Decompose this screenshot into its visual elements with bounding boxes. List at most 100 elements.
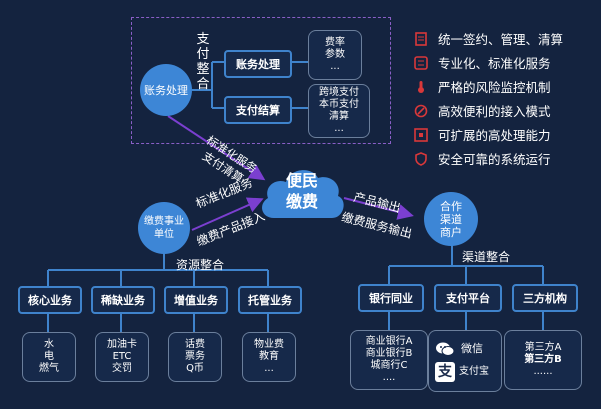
list-item: ... xyxy=(334,123,344,134)
integration-label: 支付整合 xyxy=(196,32,210,92)
node-label-line: 商户 xyxy=(440,225,462,239)
list-item: 电 xyxy=(44,351,54,362)
payment-platform-items: 微信 支 支付宝 xyxy=(428,330,502,392)
category-label: 核心业务 xyxy=(28,294,72,307)
left-tree xyxy=(47,252,269,332)
list-item: 话费 xyxy=(185,339,205,350)
list-item: 费率 xyxy=(325,37,345,48)
feature-item: 严格的风险监控机制 xyxy=(414,77,551,96)
list-item: 城商行C xyxy=(370,360,408,371)
feature-text: 统一签约、管理、清算 xyxy=(438,32,564,47)
list-item: ...... xyxy=(533,366,553,377)
expand-icon xyxy=(414,127,428,142)
category-label: 增值业务 xyxy=(174,294,218,307)
shield-icon xyxy=(415,151,427,166)
value-added-items: 话费 票务 Q币 xyxy=(168,332,222,382)
payment-unit-node[interactable]: 缴费事业 单位 xyxy=(138,202,190,254)
list-item: Q币 xyxy=(186,363,204,374)
cloud-label[interactable]: 便民 缴费 xyxy=(256,170,348,212)
feature-text: 严格的风险监控机制 xyxy=(438,80,551,95)
accounting-node-label: 账务处理 xyxy=(144,84,188,97)
settlement-box[interactable]: 支付结算 xyxy=(224,96,292,124)
category-third-party[interactable]: 三方机构 xyxy=(512,284,578,312)
category-label: 三方机构 xyxy=(523,292,567,305)
category-scarce[interactable]: 稀缺业务 xyxy=(91,286,155,314)
list-item: 跨境支付 xyxy=(319,87,359,98)
alipay-row: 支 支付宝 xyxy=(435,362,489,382)
list-item: 清算 xyxy=(329,111,349,122)
scarce-items: 加油卡 ETC 交罚 xyxy=(95,332,149,382)
feature-item: 可扩展的高处理能力 xyxy=(414,125,551,144)
list-item: ... xyxy=(264,363,274,374)
category-core[interactable]: 核心业务 xyxy=(18,286,82,314)
cloud-label-line: 缴费 xyxy=(285,192,318,211)
feature-item: 专业化、标准化服务 xyxy=(414,53,551,72)
core-items: 水 电 燃气 xyxy=(22,332,76,382)
payment-integration-area xyxy=(131,17,391,144)
node-label-line: 缴费事业 xyxy=(144,216,184,227)
list-item: 票务 xyxy=(185,351,205,362)
list-item: 燃气 xyxy=(39,363,59,374)
third-party-items: 第三方A 第三方B ...... xyxy=(504,330,582,390)
accounting-items: 费率 参数 ... xyxy=(308,30,362,80)
hosting-items: 物业费 教育 ... xyxy=(242,332,296,382)
feature-item: 安全可靠的系统运行 xyxy=(414,149,551,168)
feature-item: 高效便利的接入模式 xyxy=(414,101,551,120)
cloud-label-line: 便民 xyxy=(285,171,318,190)
list-item: 交罚 xyxy=(112,363,132,374)
arrow-top-to-cloud xyxy=(167,115,266,181)
thermometer-icon xyxy=(418,80,424,93)
category-hosting[interactable]: 托管业务 xyxy=(238,286,302,314)
right-tree xyxy=(388,242,544,330)
feature-text: 专业化、标准化服务 xyxy=(438,56,551,71)
document-icon xyxy=(415,31,427,46)
list-item: ETC xyxy=(112,351,132,362)
feature-item: 统一签约、管理、清算 xyxy=(414,29,563,48)
settlement-box-label: 支付结算 xyxy=(236,104,280,117)
category-label: 托管业务 xyxy=(248,294,292,307)
accounting-box[interactable]: 账务处理 xyxy=(224,50,292,78)
category-payment-platforms[interactable]: 支付平台 xyxy=(434,284,502,312)
resource-integration-label: 资源整合 xyxy=(176,258,225,272)
node-label-line: 单位 xyxy=(154,229,174,240)
arrow-cloud-to-right xyxy=(343,197,414,220)
list-item: 第三方B xyxy=(524,354,562,365)
category-label: 支付平台 xyxy=(446,292,490,305)
wechat-row: 微信 xyxy=(435,340,483,358)
list-item: 参数 xyxy=(325,49,345,60)
list-item: 加油卡 xyxy=(107,339,137,350)
list-item: 物业费 xyxy=(254,339,284,350)
list-item: ... xyxy=(330,61,340,72)
list-item: 第三方A xyxy=(524,342,562,353)
category-banks[interactable]: 银行同业 xyxy=(358,284,424,312)
list-item: 支付宝 xyxy=(459,366,489,377)
category-label: 稀缺业务 xyxy=(101,294,145,307)
cloud-shape xyxy=(262,170,344,218)
list-item: .... xyxy=(382,372,396,383)
list-item: 水 xyxy=(44,339,54,350)
list-item: 商业银行B xyxy=(365,348,413,359)
node-label-line: 渠道 xyxy=(440,212,462,226)
list-icon xyxy=(414,55,428,70)
alipay-icon: 支 xyxy=(435,362,455,382)
list-item: 商业银行A xyxy=(365,336,413,347)
category-value-added[interactable]: 增值业务 xyxy=(164,286,228,314)
category-label: 银行同业 xyxy=(369,292,413,305)
channel-integration-label: 渠道整合 xyxy=(462,250,511,264)
feature-text: 可扩展的高处理能力 xyxy=(438,128,551,143)
feature-text: 安全可靠的系统运行 xyxy=(438,152,551,167)
wechat-icon xyxy=(436,342,455,356)
bank-items: 商业银行A 商业银行B 城商行C .... xyxy=(350,330,428,390)
accounting-node[interactable]: 账务处理 xyxy=(140,64,192,116)
link-icon xyxy=(414,104,428,117)
list-item: 本币支付 xyxy=(319,99,359,110)
partner-channel-node[interactable]: 合作 渠道 商户 xyxy=(424,192,478,246)
accounting-box-label: 账务处理 xyxy=(236,58,280,71)
list-item: 教育 xyxy=(259,351,279,362)
list-item: 微信 xyxy=(461,342,483,355)
settlement-items: 跨境支付 本币支付 清算 ... xyxy=(308,84,370,138)
feature-text: 高效便利的接入模式 xyxy=(438,104,551,119)
node-label-line: 合作 xyxy=(440,199,462,213)
arrow-left-to-cloud xyxy=(191,197,264,231)
